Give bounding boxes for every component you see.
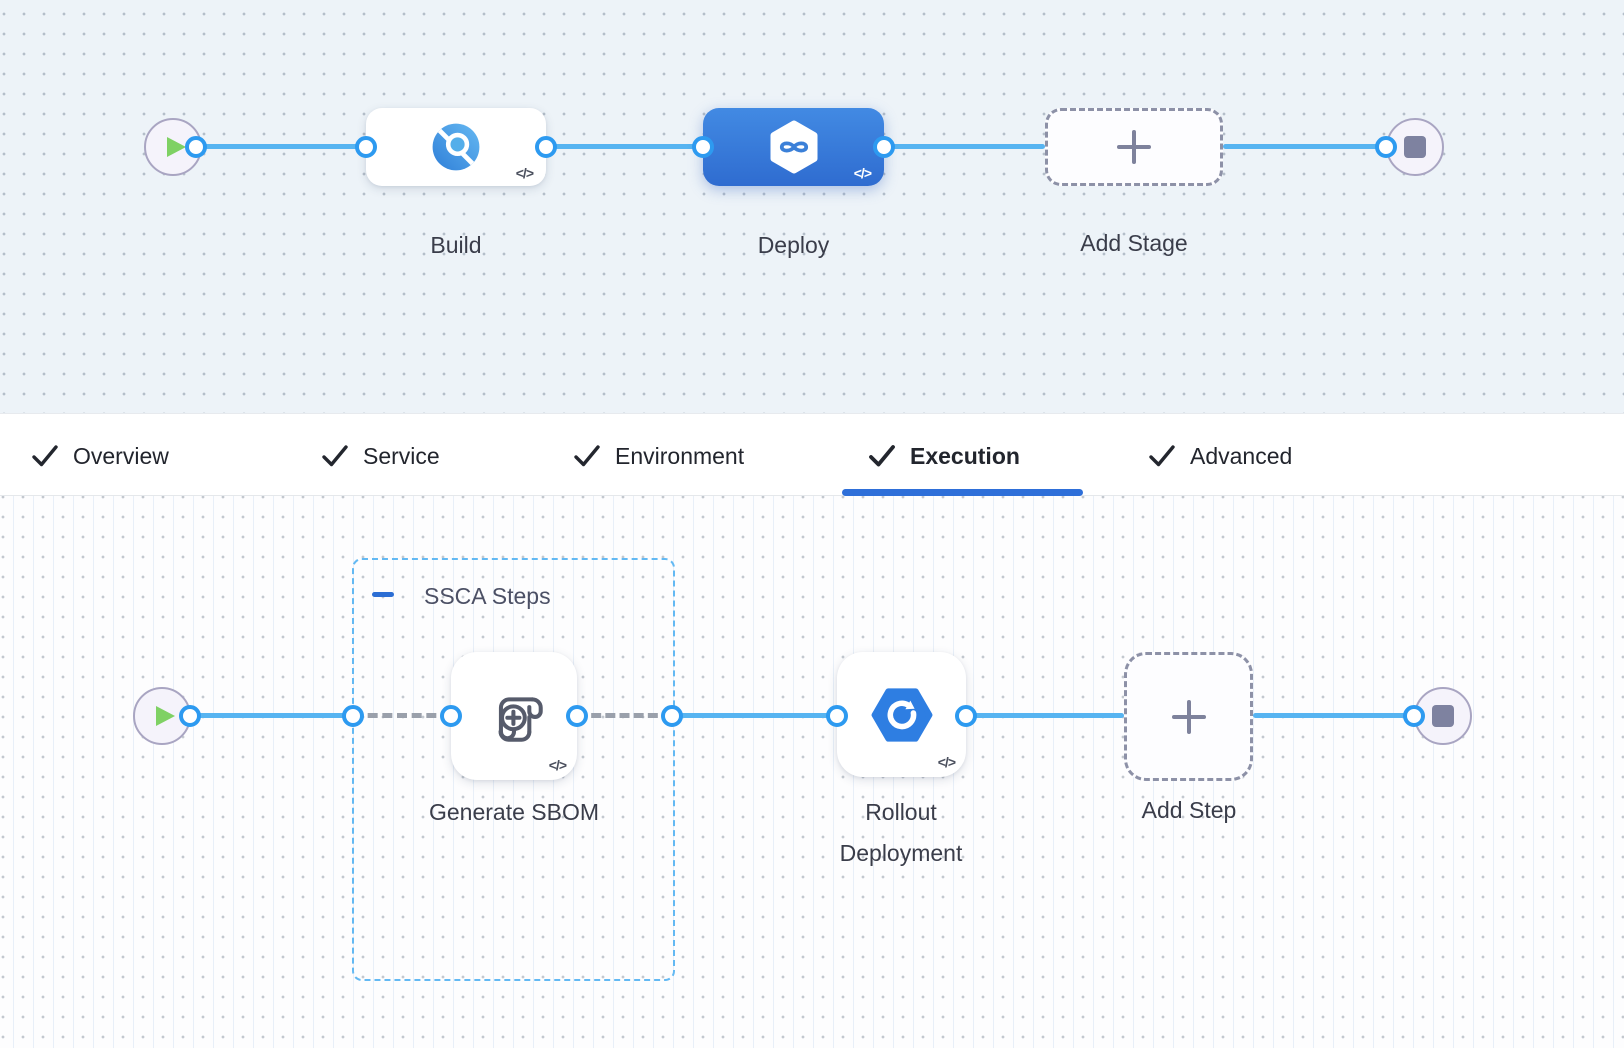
connector-port[interactable] [955,705,977,727]
code-toggle-icon[interactable]: </> [515,165,534,181]
step-label-line: Deployment [839,840,963,866]
connector-port[interactable] [661,705,683,727]
active-tab-indicator [842,489,1083,496]
code-toggle-icon[interactable]: </> [853,165,872,181]
stage-node-label: Build [430,232,482,258]
tab-advanced[interactable]: Advanced [1148,435,1292,477]
tab-label: Execution [910,442,1020,469]
add-stage-button[interactable] [1045,108,1223,186]
connector-port[interactable] [692,136,714,158]
ssca-group-label: SSCA Steps [424,583,551,609]
tab-label: Service [363,442,440,469]
connector-port[interactable] [342,705,364,727]
connector-port[interactable] [1375,136,1397,158]
step-node-label: Rollout Deployment [801,792,1001,874]
play-icon [165,135,187,159]
connector-port[interactable] [185,136,207,158]
connector-port[interactable] [566,705,588,727]
stop-icon [1404,136,1426,158]
stage-config-tabbar: Overview Service Environment Execution A… [0,413,1624,496]
dashed-connector-line [577,713,672,718]
connector-port[interactable] [826,705,848,727]
execution-start-node [133,687,191,745]
plus-icon [1113,126,1155,168]
connector-line [966,713,1124,718]
sbom-scroll-icon [476,678,552,754]
check-icon [573,444,601,468]
connector-port[interactable] [535,136,557,158]
rollout-hexagon-icon [871,684,933,746]
connector-line [546,144,703,149]
step-node-rollout-deployment[interactable]: </> [837,652,966,777]
tab-environment[interactable]: Environment [573,435,744,477]
plus-icon [1168,696,1210,738]
connector-port[interactable] [1403,705,1425,727]
add-step-label: Add Step [1141,797,1237,823]
tab-label: Advanced [1190,442,1293,469]
connector-line [672,713,837,718]
code-toggle-icon[interactable]: </> [548,757,567,773]
step-node-generate-sbom[interactable]: </> [451,652,577,780]
ssca-steps-group [352,558,675,981]
connector-port[interactable] [873,136,895,158]
step-node-label: Generate SBOM [428,799,600,825]
tab-label: Overview [73,442,169,469]
stage-canvas[interactable]: </> Build </> Deploy Add Stage [0,0,1624,413]
tab-execution[interactable]: Execution [868,435,1020,477]
stage-node-build[interactable]: </> [366,108,546,186]
tab-overview[interactable]: Overview [31,435,169,477]
stage-node-deploy[interactable]: </> [703,108,884,186]
connector-port[interactable] [440,705,462,727]
dashed-connector-line [353,713,451,718]
step-label-line: Rollout [865,799,937,825]
code-toggle-icon[interactable]: </> [937,754,956,770]
check-icon [868,444,896,468]
connector-line [190,713,353,718]
connector-port[interactable] [355,136,377,158]
cd-harness-icon [766,119,822,175]
ci-build-icon [430,121,482,173]
stop-icon [1432,705,1454,727]
connector-line [196,144,366,149]
connector-line [884,144,1045,149]
stage-node-label: Deploy [757,232,830,258]
execution-canvas[interactable]: SSCA Steps [0,496,1624,1048]
check-icon [321,444,349,468]
check-icon [1148,444,1176,468]
connector-line [1253,713,1414,718]
add-stage-label: Add Stage [1080,230,1188,256]
tab-label: Environment [615,442,745,469]
connector-port[interactable] [179,705,201,727]
minus-icon[interactable] [372,592,394,597]
connector-line [1223,144,1386,149]
tab-service[interactable]: Service [321,435,440,477]
play-icon [154,704,176,728]
add-step-button[interactable] [1124,652,1253,781]
check-icon [31,444,59,468]
